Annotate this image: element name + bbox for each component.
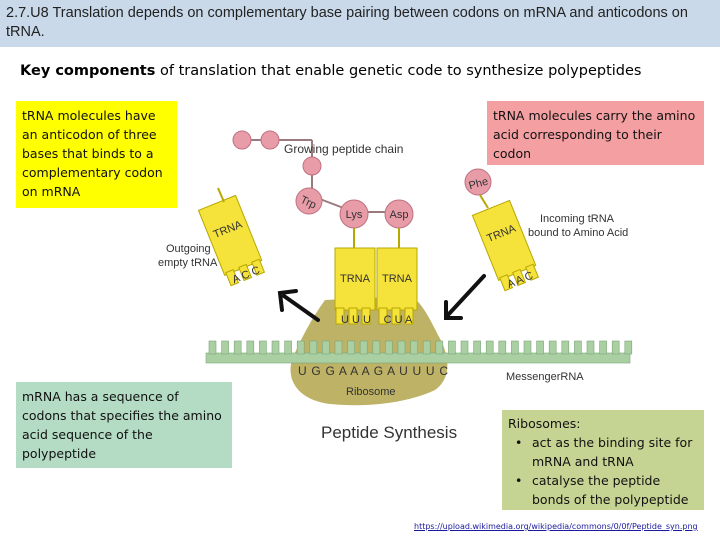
incoming-label-2: bound to Amino Acid bbox=[528, 227, 628, 239]
mrna-strand bbox=[205, 340, 633, 364]
mrna-nucleotide bbox=[259, 340, 267, 355]
callout-trna-amino-acid: tRNA molecules carry the amino acid corr… bbox=[487, 101, 704, 165]
mrna-nucleotide bbox=[435, 340, 444, 355]
callout-trna-anticodon: tRNA molecules have an anticodon of thre… bbox=[16, 101, 177, 208]
peptide-bead-3 bbox=[302, 156, 322, 176]
mrna-nucleotide bbox=[296, 340, 305, 355]
mrna-codons: U G G A A A G A U U U C bbox=[298, 364, 448, 378]
mrna-nucleotide bbox=[511, 340, 519, 355]
mrna-nucleotide bbox=[334, 340, 343, 355]
anticodon-right: C U A bbox=[384, 314, 413, 326]
phe-label: Phe bbox=[468, 176, 490, 193]
outgoing-arrow bbox=[277, 289, 320, 322]
trna-label-left: TRNA bbox=[340, 273, 371, 285]
incoming-arrow bbox=[444, 274, 486, 320]
mrna-nucleotide bbox=[498, 340, 507, 355]
mrna-nucleotide bbox=[460, 340, 469, 355]
mrna-nucleotide bbox=[473, 340, 481, 355]
ribosome-label: Ribosome bbox=[346, 386, 396, 398]
slide-title: 2.7.U8 Translation depends on complement… bbox=[6, 5, 688, 40]
subtitle-rest: of translation that enable genetic code … bbox=[155, 63, 642, 79]
mrna-nucleotide bbox=[322, 340, 330, 355]
mrna-nucleotide bbox=[221, 340, 229, 355]
subtitle-bold: Key components bbox=[20, 63, 156, 79]
callout-mrna-sequence: mRNA has a sequence of codons that speci… bbox=[16, 382, 232, 468]
mrna-nucleotide bbox=[536, 340, 544, 355]
mrna-nucleotide bbox=[397, 340, 406, 355]
mrna-nucleotide bbox=[347, 340, 355, 355]
mrna-nucleotide bbox=[410, 340, 418, 355]
incoming-label-1: Incoming tRNA bbox=[540, 213, 615, 225]
mrna-nucleotide bbox=[574, 340, 582, 355]
mrna-nucleotide bbox=[485, 340, 494, 355]
mrna-nucleotide bbox=[309, 340, 318, 355]
diagram-caption: Peptide Synthesis bbox=[321, 423, 457, 442]
mrna-nucleotide bbox=[208, 340, 217, 355]
messenger-label: MessengerRNA bbox=[506, 371, 584, 383]
callout-ribosomes: Ribosomes: act as the binding site for m… bbox=[502, 410, 704, 510]
ribosomes-point: catalyse the peptide bonds of the polype… bbox=[515, 471, 698, 509]
title-bar: 2.7.U8 Translation depends on complement… bbox=[0, 0, 720, 47]
ribosomes-heading: Ribosomes: bbox=[508, 416, 581, 431]
mrna-nucleotide bbox=[548, 340, 557, 355]
mrna-nucleotide bbox=[284, 340, 292, 355]
trp-bead bbox=[295, 187, 323, 215]
mrna-nucleotide bbox=[233, 340, 242, 355]
asp-label: Asp bbox=[390, 209, 409, 221]
mrna-nucleotide bbox=[448, 340, 456, 355]
mrna-nucleotide bbox=[599, 340, 607, 355]
trna-asp bbox=[376, 247, 418, 311]
lys-label: Lys bbox=[346, 209, 363, 221]
mrna-backbone bbox=[205, 352, 631, 364]
slide-subtitle: Key components of translation that enabl… bbox=[20, 63, 642, 79]
anticodon-left: U U U bbox=[341, 314, 371, 326]
mrna-nucleotide bbox=[586, 340, 595, 355]
growing-chain-label: Growing peptide chain bbox=[284, 142, 403, 156]
mrna-nucleotide bbox=[561, 340, 570, 355]
source-link[interactable]: https://upload.wikimedia.org/wikipedia/c… bbox=[414, 522, 698, 531]
ribosomes-list: act as the binding site for mRNA and tRN… bbox=[508, 433, 698, 509]
phe-bead bbox=[464, 168, 492, 196]
outgoing-label-1: Outgoing bbox=[166, 243, 211, 255]
mrna-nucleotide bbox=[385, 340, 393, 355]
mrna-nucleotide bbox=[624, 340, 633, 355]
trna-label-right: TRNA bbox=[382, 273, 413, 285]
mrna-nucleotide bbox=[359, 340, 368, 355]
mrna-nucleotide bbox=[372, 340, 381, 355]
peptide-bead-2 bbox=[260, 130, 280, 150]
mrna-nucleotide bbox=[523, 340, 532, 355]
mrna-nucleotide bbox=[246, 340, 255, 355]
ribosomes-point: act as the binding site for mRNA and tRN… bbox=[515, 433, 698, 471]
mrna-nucleotide bbox=[271, 340, 280, 355]
outgoing-label-2: empty tRNA bbox=[158, 257, 218, 269]
mrna-nucleotide bbox=[611, 340, 620, 355]
mrna-nucleotide bbox=[422, 340, 431, 355]
peptide-bead-1 bbox=[232, 130, 252, 150]
